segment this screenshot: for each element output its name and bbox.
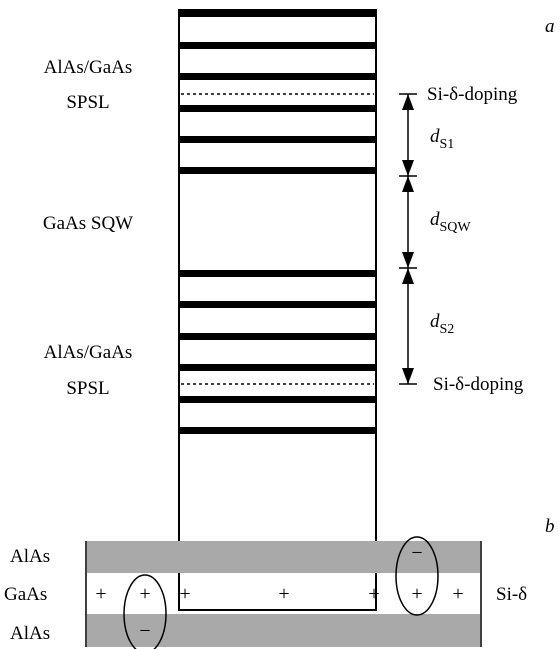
plus-charge: + (139, 583, 150, 605)
plus-charge: + (278, 583, 289, 605)
charge-pair-ellipse (123, 574, 167, 649)
alas-layer (179, 105, 376, 112)
alas-barrier-bottom (87, 614, 480, 647)
arrowhead-down-icon (402, 368, 414, 384)
alas-layer (179, 136, 376, 143)
alas-layer (179, 364, 376, 371)
positive-charges: + + + + + + + (95, 583, 463, 605)
spsl-top-label-line1: AlAs/GaAs (44, 57, 133, 78)
panel-b-label: b (545, 516, 555, 537)
arrowhead-up-icon (402, 176, 414, 192)
alas-layer (179, 301, 376, 308)
alas-layer (179, 333, 376, 340)
spsl-top-label-line2: SPSL (66, 92, 109, 113)
panel-b: AlAs GaAs AlAs Si-δ b + + + + + + + − − (4, 516, 555, 649)
plus-charge: + (179, 583, 190, 605)
minus-charge: − (139, 620, 150, 642)
charge-pair-ellipse (395, 536, 439, 616)
panel-a-label: a (545, 16, 555, 37)
alas-layer (179, 73, 376, 80)
alas-layer (179, 270, 376, 277)
plus-charge: + (95, 583, 106, 605)
structure-column (178, 9, 377, 611)
layer-label-alas-bottom: AlAs (10, 623, 50, 644)
d-sqw-label: dSQW (430, 209, 471, 235)
spsl-bottom-label-line1: AlAs/GaAs (44, 342, 133, 363)
spsl-bottom-label-line2: SPSL (66, 378, 109, 399)
minus-charge: − (411, 542, 422, 564)
alas-layer (179, 167, 376, 174)
panel-a: AlAs/GaAs SPSL GaAs SQW AlAs/GaAs SPSL a… (43, 9, 555, 611)
plus-charge: + (411, 583, 422, 605)
doping-label-top: Si-δ-doping (427, 84, 518, 105)
spsl-top-layers (179, 10, 376, 174)
d-s1-label: dS1 (430, 126, 454, 152)
spsl-bottom-layers (179, 270, 376, 434)
arrowhead-up-icon (402, 94, 414, 110)
arrowhead-up-icon (402, 268, 414, 284)
alas-layer (179, 42, 376, 49)
d-s2-label: dS2 (430, 311, 454, 337)
dopant-label: Si-δ (496, 584, 527, 605)
arrowhead-down-icon (402, 252, 414, 268)
alas-layer (179, 10, 376, 17)
arrowhead-down-icon (402, 160, 414, 176)
doping-label-bottom: Si-δ-doping (433, 374, 524, 395)
plus-charge: + (368, 583, 379, 605)
layer-label-gaas: GaAs (4, 584, 47, 605)
alas-layer (179, 396, 376, 403)
sqw-label: GaAs SQW (43, 213, 133, 234)
alas-barrier-top (87, 541, 480, 573)
dimension-arrows (399, 93, 417, 385)
layer-label-alas-top: AlAs (10, 546, 50, 567)
alas-layer (179, 427, 376, 434)
plus-charge: + (452, 583, 463, 605)
